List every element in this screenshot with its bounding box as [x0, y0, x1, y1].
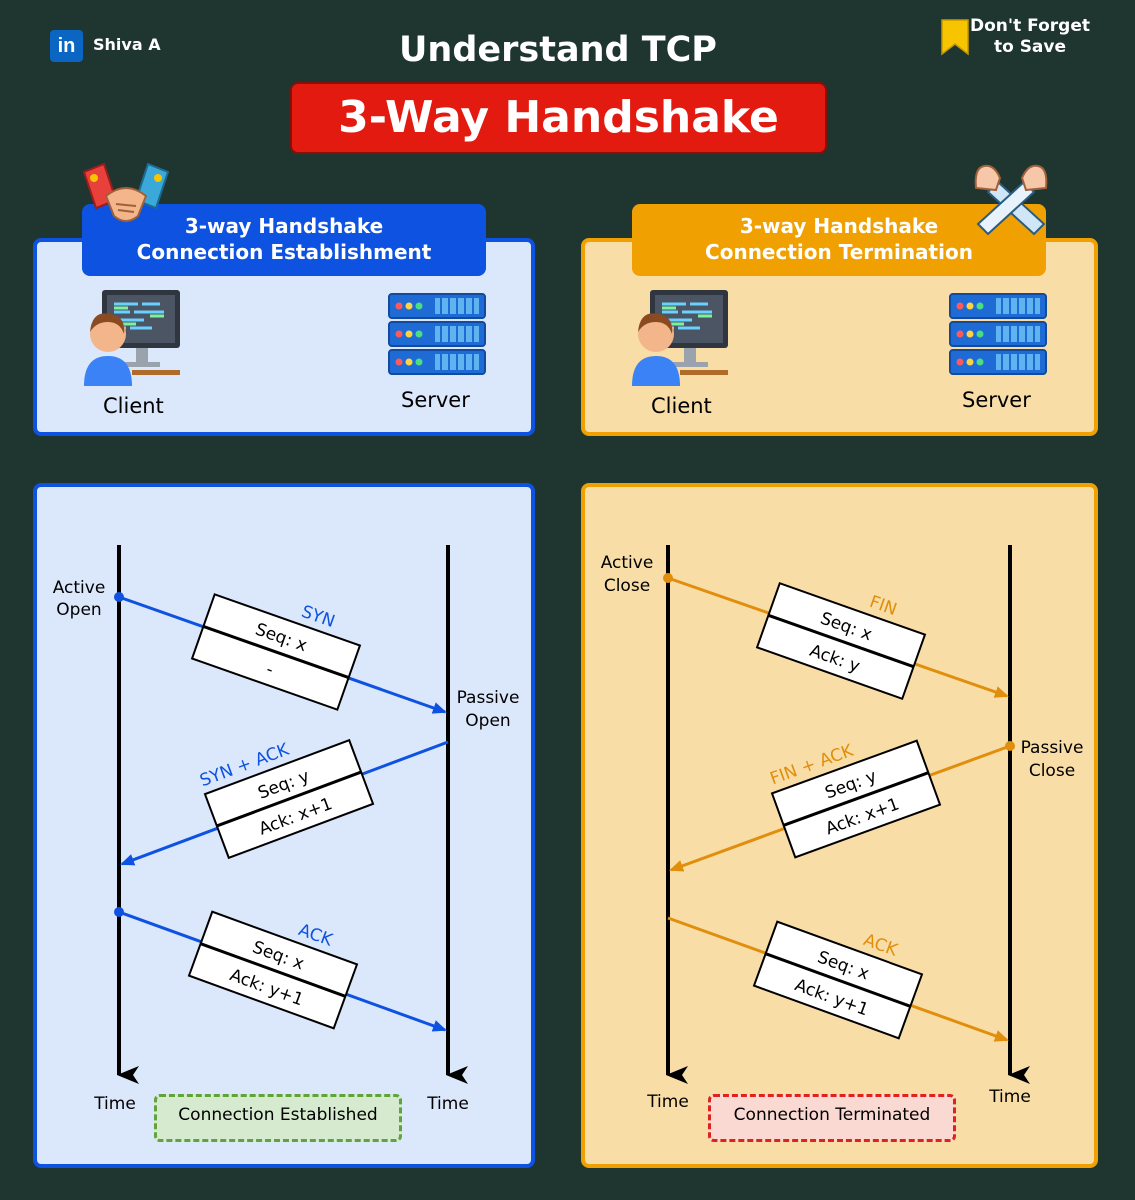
server-icon: [949, 293, 1047, 375]
termination-tab: 3-way Handshake Connection Termination: [632, 204, 1046, 276]
client-state-line2: Open: [56, 600, 101, 620]
bookmark-icon: [941, 19, 969, 56]
connection-established-badge: Connection Established: [154, 1094, 402, 1142]
fin-packet: Seq: x Ack: y FIN: [755, 581, 927, 701]
server-state-line1: Passive: [1021, 738, 1084, 758]
server-state-line1: Passive: [457, 688, 520, 708]
server-time-label: Time: [426, 1094, 469, 1114]
client-time-label: Time: [646, 1092, 689, 1112]
server-state-line2: Open: [465, 711, 510, 731]
ack-packet: Seq: x Ack: y+1 ACK: [187, 910, 359, 1030]
client-state-line1: Active: [601, 553, 654, 573]
save-reminder-line2: to Save: [993, 37, 1067, 57]
client-time-label: Time: [93, 1094, 136, 1114]
crossed-hands-icon: [974, 164, 1048, 236]
establishment-client-label: Client: [103, 394, 164, 418]
establishment-tab-line1: 3-way Handshake: [184, 214, 384, 238]
fin-start-dot: [663, 573, 673, 583]
linkedin-icon: in: [50, 30, 83, 62]
termination-client-label: Client: [651, 394, 712, 418]
client-state-line2: Close: [604, 576, 650, 596]
ack-start-dot: [114, 907, 124, 917]
syn-packet: Seq: x - SYN: [190, 593, 362, 711]
termination-server-label: Server: [962, 388, 1031, 412]
server-time-label: Time: [988, 1087, 1031, 1107]
server-state-line2: Close: [1029, 761, 1075, 781]
termination-tab-line1: 3-way Handshake: [739, 214, 939, 238]
fin-ack-start-dot: [1005, 741, 1015, 751]
syn-start-dot: [114, 592, 124, 602]
title-banner: 3-Way Handshake: [290, 82, 827, 154]
establishment-tab: 3-way Handshake Connection Establishment: [82, 204, 486, 276]
server-icon: [388, 293, 486, 375]
client-computer-icon: [632, 290, 728, 386]
handshake-icon: [82, 162, 170, 222]
save-reminder: Don't Forget to Save: [968, 16, 1092, 58]
author-name: Shiva A: [93, 35, 161, 54]
connection-terminated-badge: Connection Terminated: [708, 1094, 956, 1142]
fin-ack-packet: Seq: y Ack: x+1 FIN + ACK: [767, 739, 942, 859]
client-computer-icon: [84, 290, 180, 386]
ack-packet: Seq: x Ack: y+1 ACK: [752, 920, 924, 1040]
page-title: Understand TCP: [399, 30, 717, 70]
client-state-line1: Active: [53, 578, 106, 598]
establishment-tab-line2: Connection Establishment: [136, 240, 432, 264]
save-reminder-line1: Don't Forget: [970, 16, 1090, 36]
termination-tab-line2: Connection Termination: [705, 240, 973, 264]
establishment-server-label: Server: [401, 388, 470, 412]
